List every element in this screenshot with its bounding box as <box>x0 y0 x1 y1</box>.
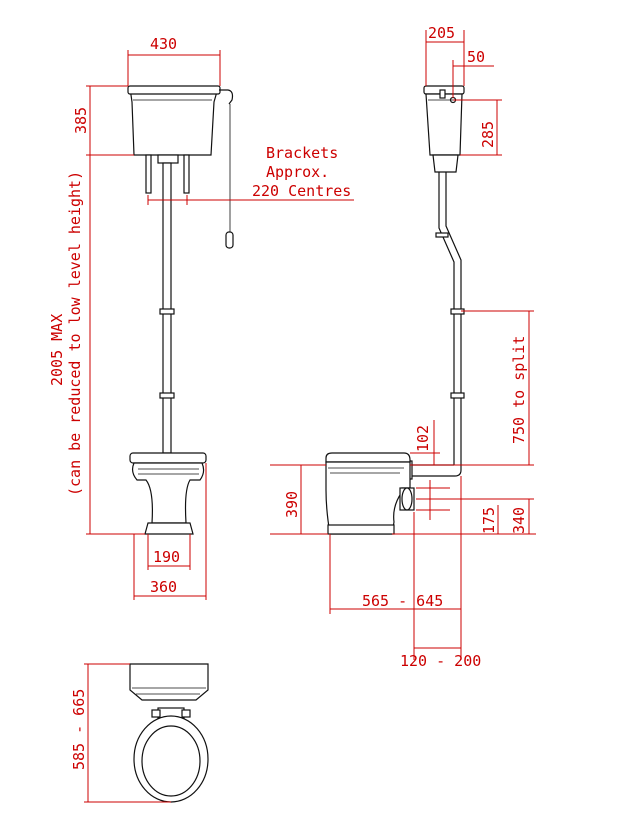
side-tank-height-label: 285 <box>479 121 497 148</box>
pan-width-label: 360 <box>150 578 177 596</box>
tank-height-label: 385 <box>72 107 90 134</box>
max-height-label: 2005 MAX <box>48 314 66 386</box>
bracket-note-line-1: Brackets <box>266 144 338 162</box>
outlet-setback-label: 120 - 200 <box>400 652 481 670</box>
side-tank-width-label: 205 <box>428 24 455 42</box>
outlet-height-label: 340 <box>510 507 528 534</box>
pan-height-label: 390 <box>283 491 301 518</box>
split-height-label: 750 to split <box>510 336 528 444</box>
outlet-centre-label: 175 <box>480 507 498 534</box>
base-width-label: 190 <box>153 548 180 566</box>
bracket-note-line-2: Approx. <box>266 163 329 181</box>
max-height-note: (can be reduced to low level height) <box>66 171 84 496</box>
tank-width-label: 430 <box>150 35 177 53</box>
plan-view <box>129 663 209 803</box>
pipe-dia-label: 102 <box>414 425 432 452</box>
side-offset-label: 50 <box>467 48 485 66</box>
front-elevation <box>127 85 234 535</box>
side-dimensions: 205 50 285 750 to split 102 390 175 <box>270 24 536 670</box>
projection-label: 565 - 645 <box>362 592 443 610</box>
plan-depth-label: 585 - 665 <box>70 689 88 770</box>
plan-dimensions: 585 - 665 <box>70 663 171 803</box>
side-elevation <box>325 85 465 535</box>
bracket-note-line-3: 220 Centres <box>252 182 351 200</box>
front-dimensions: 430 385 Brackets Approx. 220 Centres 200… <box>48 35 354 600</box>
